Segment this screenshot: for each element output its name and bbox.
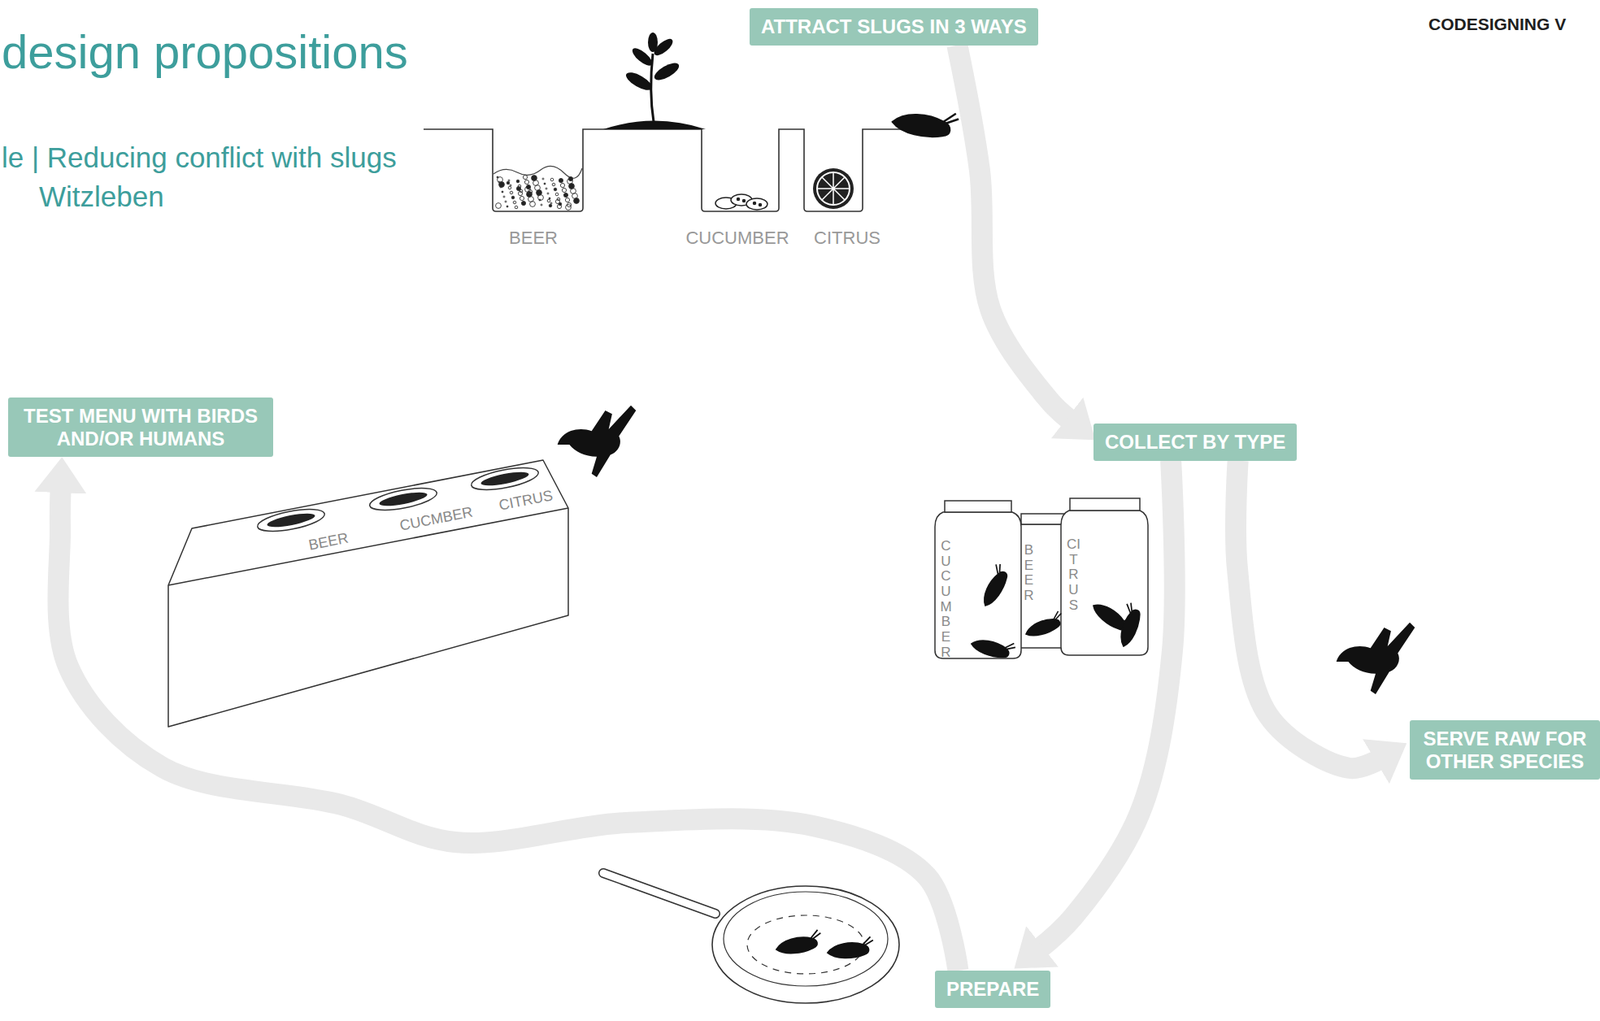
beer-bubble <box>547 199 551 203</box>
beer-liquid <box>493 165 583 210</box>
beer-bubble <box>553 187 557 192</box>
beer-bubble <box>558 178 563 183</box>
beer-bubble <box>530 201 536 208</box>
beer-bubble <box>509 184 512 187</box>
beer-bubble <box>514 205 518 209</box>
beer-bubble <box>563 192 568 197</box>
beer-bubble <box>503 195 505 198</box>
step-text: COLLECT BY TYPE <box>1104 430 1286 454</box>
jar-label: BEER <box>1021 543 1036 605</box>
frying-pan <box>603 873 900 1004</box>
beer-bubble <box>511 195 515 200</box>
beer-bubble <box>527 189 532 194</box>
beer-bubble <box>542 178 544 180</box>
beer-bubble <box>506 205 509 208</box>
beer-bubble <box>516 179 520 183</box>
beer-bubble <box>565 204 572 211</box>
seedling <box>603 32 706 130</box>
step-box: PREPARE <box>934 970 1051 1009</box>
beer-bubble <box>509 191 514 195</box>
flow-arrow <box>956 45 1071 422</box>
feeder-label: CUCMBER <box>398 504 474 535</box>
beer-bubble <box>495 203 502 209</box>
beer-bubble <box>501 191 504 193</box>
bird <box>557 405 637 478</box>
beer-bubble <box>561 187 566 192</box>
beer-bubble <box>556 197 561 201</box>
beer-bubble <box>499 182 505 188</box>
beer-bubble <box>565 197 570 202</box>
feeder-label: CITRUS <box>497 486 555 514</box>
jars <box>934 498 1148 659</box>
subtitle: le | Reducing conflict with slugs <box>1 141 397 174</box>
beer-bubble <box>552 182 556 187</box>
beer-bubble <box>566 202 571 207</box>
collected-slugs <box>969 562 1145 661</box>
step-text: SERVE RAW FOR OTHER SPECIES <box>1421 727 1589 773</box>
beer-bubble <box>547 192 549 195</box>
flow-arrow <box>57 487 958 971</box>
feeder-label: BEER <box>307 530 350 555</box>
cucumber-slices <box>715 194 768 210</box>
beer-bubble <box>524 179 529 184</box>
beer-bubble <box>573 198 580 205</box>
step-box: SERVE RAW FOR OTHER SPECIES <box>1409 720 1600 780</box>
step-text: TEST MENU WITH BIRDS AND/OR HUMANS <box>19 404 262 450</box>
beer-bubble <box>543 182 546 185</box>
beer-bubble <box>519 189 523 193</box>
slug-on-ground <box>891 104 960 141</box>
beer-bubble <box>522 174 527 179</box>
beer-bubble <box>548 197 551 200</box>
beer-bubble <box>513 200 517 205</box>
beer-bubble <box>560 182 565 187</box>
beer-bubble <box>555 192 559 196</box>
step-box: ATTRACT SLUGS IN 3 WAYS <box>749 8 1039 46</box>
beer-bubble <box>550 178 554 182</box>
beer-bubble <box>558 202 562 206</box>
beer-bubble <box>508 186 512 190</box>
trap-label: CUCUMBER <box>685 227 789 249</box>
beer-bubble <box>517 184 522 188</box>
beer-bubble <box>504 200 507 203</box>
beer-bubble <box>550 202 553 205</box>
beer-bubble <box>519 195 524 200</box>
beer-bubble <box>508 179 510 182</box>
feeder-box <box>168 460 569 727</box>
step-box: COLLECT BY TYPE <box>1093 423 1297 461</box>
step-text: PREPARE <box>946 978 1040 1001</box>
subtitle: Witzleben <box>39 180 165 214</box>
feeder-dishes <box>256 463 541 536</box>
beer-bubble <box>538 195 544 201</box>
beer-bubble <box>568 176 573 181</box>
citrus-slice <box>813 168 854 209</box>
trap-label: BEER <box>508 227 558 249</box>
flow-arrow <box>1235 460 1381 770</box>
page-title: design propositions <box>1 24 409 79</box>
step-box: TEST MENU WITH BIRDS AND/OR HUMANS <box>8 397 274 457</box>
beer-bubble <box>506 181 510 185</box>
jar-label: CUCUMBER <box>939 539 953 661</box>
header-tag: CODESIGNING V <box>1428 14 1566 35</box>
bird <box>1336 622 1416 695</box>
trap-ground <box>423 129 949 212</box>
beer-bubble <box>540 204 543 206</box>
jar-label: CITRUS <box>1066 537 1081 614</box>
trap-label: CITRUS <box>813 227 881 249</box>
beer-bubble <box>548 204 553 208</box>
beer-bubble <box>545 187 548 190</box>
flow-arrow <box>1038 460 1174 950</box>
beer-bubble <box>521 200 526 205</box>
step-text: ATTRACT SLUGS IN 3 WAYS <box>760 15 1027 39</box>
beer-bubble <box>526 184 531 189</box>
